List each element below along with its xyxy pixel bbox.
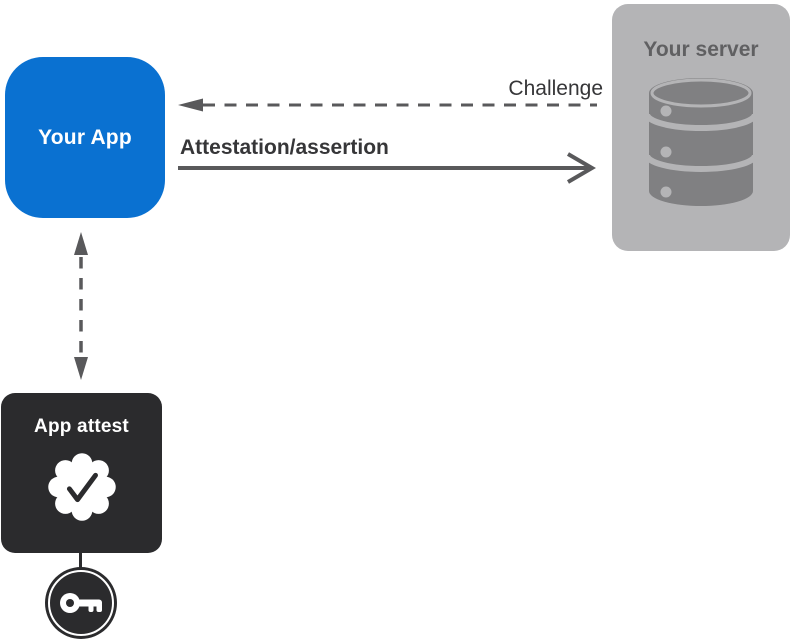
key-connector-line: [79, 553, 82, 570]
node-your-app: Your App: [5, 57, 165, 218]
key-icon: [60, 593, 102, 613]
node-your-server-label: Your server: [643, 38, 759, 61]
attestation-arrow-label: Attestation/assertion: [180, 136, 389, 159]
node-app-attest: App attest: [1, 393, 162, 553]
database-icon: [649, 78, 753, 206]
key-badge: [45, 567, 117, 639]
challenge-dashed-arrow: [178, 98, 597, 112]
verified-seal-checkmark-icon: [48, 453, 116, 521]
challenge-arrow-label: Challenge: [508, 77, 603, 100]
node-your-app-label: Your App: [38, 125, 132, 149]
node-app-attest-label: App attest: [34, 416, 129, 437]
attestation-solid-arrow: [178, 152, 596, 184]
app-attest-bidirectional-arrow: [74, 232, 88, 380]
node-your-server: Your server: [612, 4, 790, 251]
